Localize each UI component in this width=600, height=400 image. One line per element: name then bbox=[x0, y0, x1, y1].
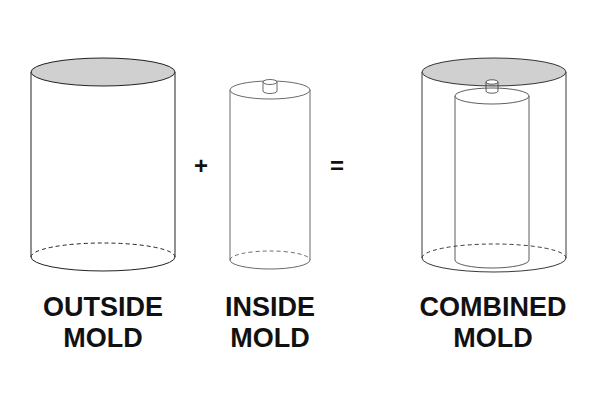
outside-mold-cylinder bbox=[31, 58, 175, 271]
operator-symbol: + bbox=[194, 152, 208, 180]
mold-label: INSIDE MOLD bbox=[225, 292, 315, 354]
combined-inner-cylinder bbox=[455, 80, 529, 268]
mold-label: COMBINED MOLD bbox=[420, 292, 567, 354]
mold-label: OUTSIDE MOLD bbox=[43, 292, 163, 354]
inside-mold-cylinder bbox=[230, 80, 310, 270]
combined-mold-cylinder bbox=[422, 58, 566, 272]
operator-symbol: = bbox=[330, 152, 344, 180]
